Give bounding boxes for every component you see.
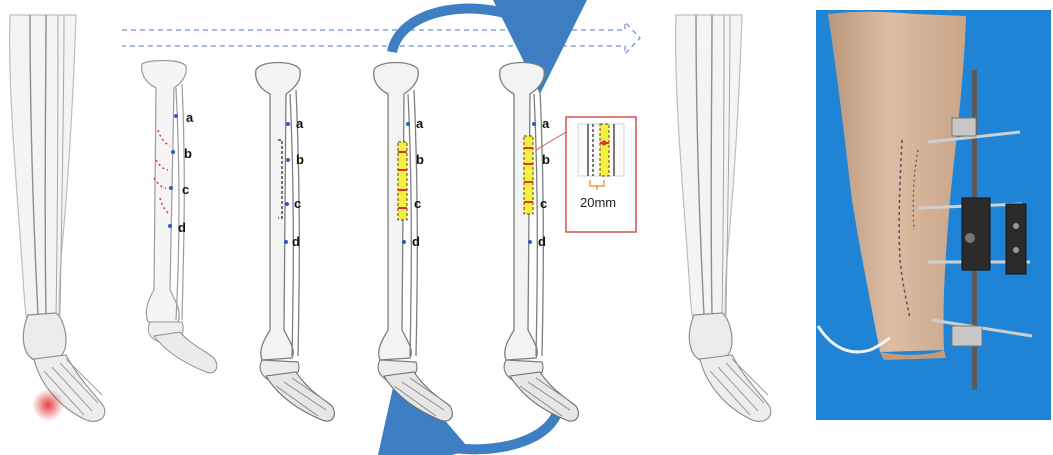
marker-c: c (414, 196, 421, 211)
leg-marking: a b c d (141, 59, 218, 374)
cycle-arrow-top (387, 0, 590, 94)
leg-transport-start: a b c d (373, 61, 454, 422)
distance-label: 20mm (580, 195, 616, 210)
marker-a: a (296, 116, 304, 131)
marker-c: c (182, 182, 189, 197)
foot-lesion-marker (32, 389, 64, 421)
clinical-photo (816, 10, 1051, 420)
leg-initial (8, 14, 106, 423)
marker-a: a (186, 110, 194, 125)
marker-b: b (542, 152, 550, 167)
marker-c: c (540, 196, 547, 211)
marker-a: a (542, 116, 550, 131)
marker-a: a (416, 116, 424, 131)
cycle-arrow-bottom (373, 365, 565, 455)
leg-transport-shifted: a b c d (499, 61, 580, 422)
marker-d: d (292, 234, 300, 249)
marker-d: d (412, 234, 420, 249)
leg-healed (674, 14, 772, 423)
leg-skin (880, 350, 946, 360)
sequence-arrow (122, 20, 641, 56)
zoom-inset: 20mm (565, 116, 637, 233)
leg-osteotomy: a b c d (255, 61, 336, 422)
marker-c: c (294, 196, 301, 211)
marker-d: d (178, 220, 186, 235)
marker-b: b (296, 152, 304, 167)
marker-d: d (538, 234, 546, 249)
marker-b: b (416, 152, 424, 167)
marker-b: b (184, 146, 192, 161)
